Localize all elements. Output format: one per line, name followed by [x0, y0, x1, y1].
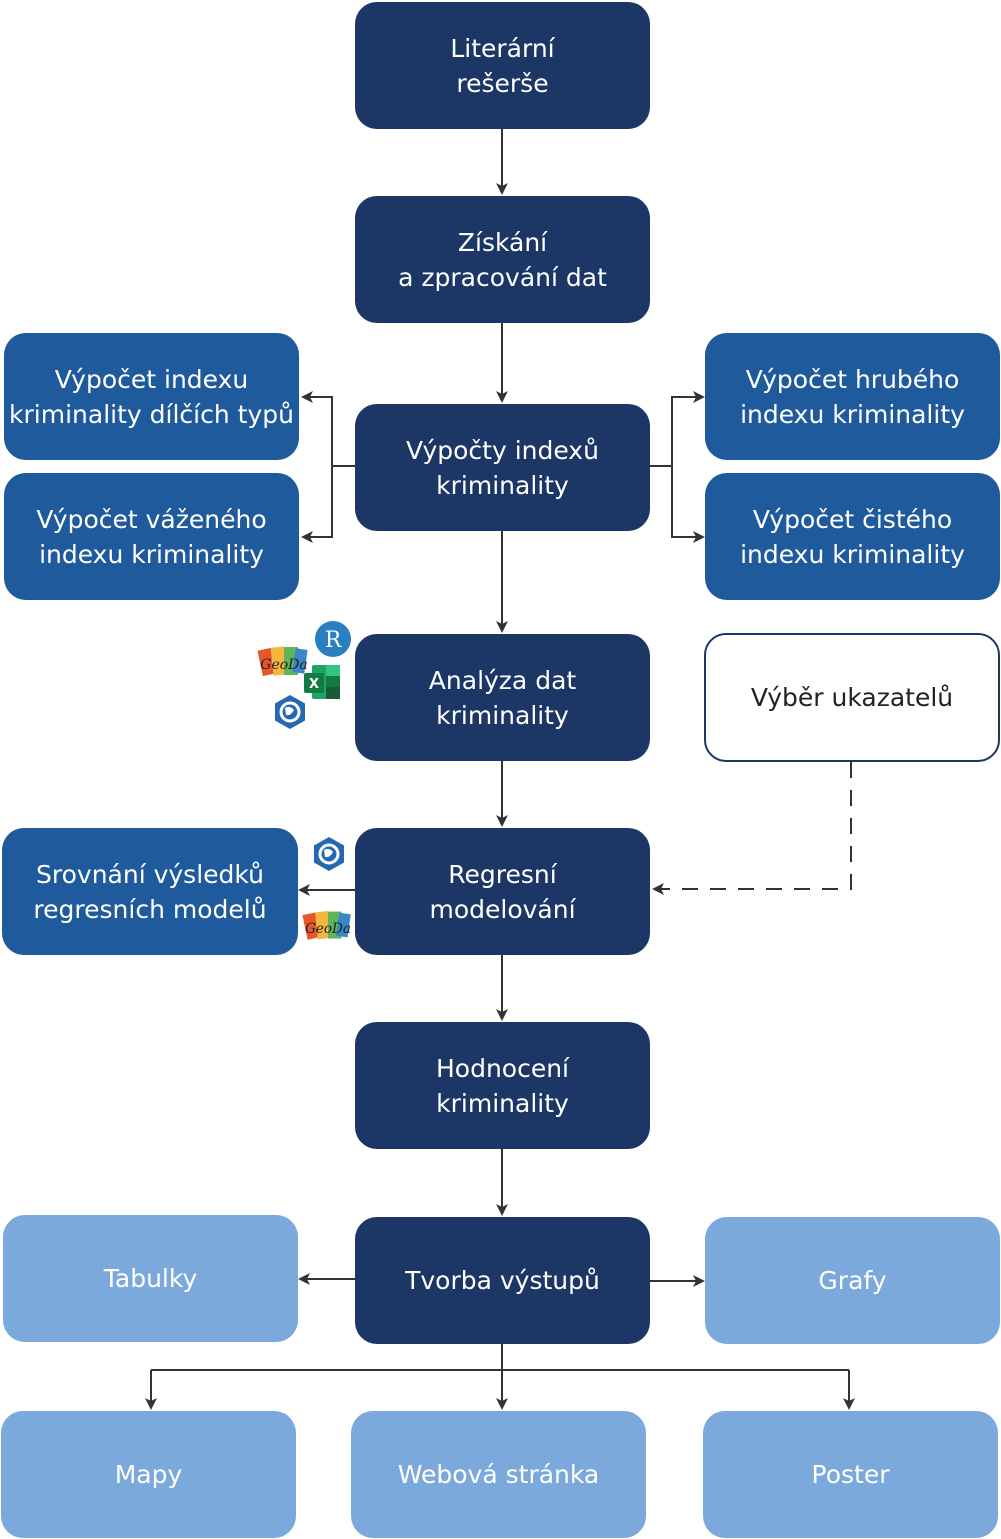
edge-vypocty-left-2 — [301, 466, 333, 543]
node-regresni-modelovani: Regresní modelování — [355, 828, 650, 955]
edge-vypocty-right-2 — [671, 466, 705, 543]
svg-text:GeoDa: GeoDa — [260, 657, 307, 673]
r-logo-icon: R — [314, 620, 352, 658]
geospatial-tool-icon — [272, 694, 308, 730]
excel-logo-icon: X — [302, 663, 342, 701]
node-srovnani-vysledku: Srovnání výsledků regresních modelů — [2, 828, 298, 955]
edge-vypocty-left — [301, 391, 355, 467]
node-grafy: Grafy — [705, 1217, 1000, 1344]
edge-vypocty-right — [650, 391, 705, 467]
geospatial-tool-icon-2 — [311, 836, 347, 872]
node-hruby-index: Výpočet hrubého indexu kriminality — [705, 333, 1000, 460]
svg-text:X: X — [309, 677, 319, 692]
node-analyza-dat: Analýza dat kriminality — [355, 634, 650, 761]
node-literarni-reserse: Literární rešerše — [355, 2, 650, 129]
svg-text:GeoDa: GeoDa — [305, 921, 351, 937]
geoda-logo-icon: GeoDa — [256, 643, 312, 683]
node-tabulky: Tabulky — [3, 1215, 298, 1342]
geoda-logo-icon-2: GeoDa — [301, 907, 355, 947]
node-hodnoceni-kriminality: Hodnocení kriminality — [355, 1022, 650, 1149]
node-tvorba-vystupu: Tvorba výstupů — [355, 1217, 650, 1344]
node-cisty-index: Výpočet čistého indexu kriminality — [705, 473, 1000, 600]
edge-vyber-regrese — [652, 762, 852, 895]
node-poster: Poster — [703, 1411, 998, 1538]
node-vyber-ukazatelu: Výběr ukazatelů — [704, 633, 1000, 762]
node-vypocty-indexu: Výpočty indexů kriminality — [355, 404, 650, 531]
node-vazeny-index: Výpočet váženého indexu kriminality — [4, 473, 299, 600]
node-mapy: Mapy — [1, 1411, 296, 1538]
node-dilci-typy: Výpočet indexu kriminality dílčích typů — [4, 333, 299, 460]
svg-text:R: R — [325, 628, 343, 653]
node-ziskani-dat: Získání a zpracování dat — [355, 196, 650, 323]
node-webova-stranka: Webová stránka — [351, 1411, 646, 1538]
